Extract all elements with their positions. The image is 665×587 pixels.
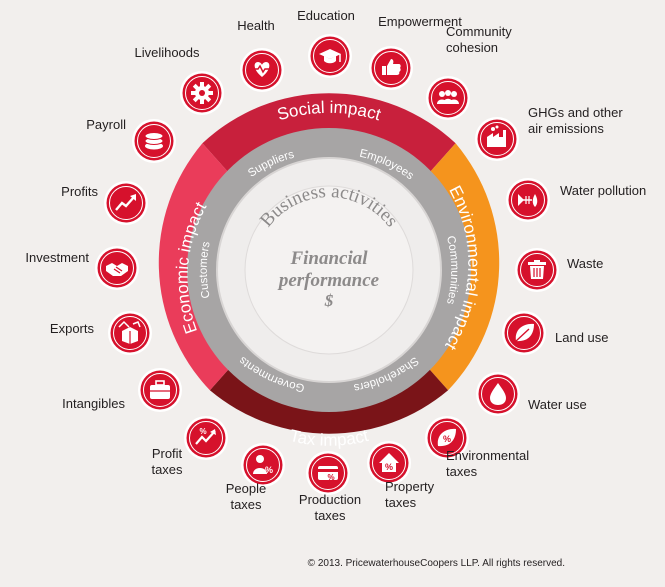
impact-item-label: Water pollution xyxy=(560,183,646,199)
stakeholder-label-customers: Customers xyxy=(198,240,213,299)
financial-performance-disc xyxy=(244,185,414,355)
impact-item-label: Intangibles xyxy=(5,396,125,412)
impact-item-label-line: Investment xyxy=(25,250,89,265)
impact-item-label-line: People xyxy=(225,481,267,496)
impact-item-label: Profits xyxy=(0,184,98,200)
svg-text:%: % xyxy=(199,427,206,436)
impact-item-label-line: Property xyxy=(385,479,435,494)
impact-item-label-line: Community xyxy=(446,24,512,39)
stakeholder-label-communities: Communities xyxy=(444,235,460,306)
impact-item-label: Health xyxy=(196,18,316,34)
impact-item-label-line: air emissions xyxy=(528,121,604,136)
person-percent-icon: % xyxy=(241,443,285,487)
factory-icon xyxy=(475,117,519,161)
impact-item-label-line: Education xyxy=(297,8,355,23)
fish-bone-icon xyxy=(506,178,550,222)
impact-item-label-line: taxes xyxy=(314,508,346,523)
svg-text:%: % xyxy=(385,462,393,472)
box-arrows-icon xyxy=(108,311,152,355)
coins-icon xyxy=(132,119,176,163)
impact-item-label-line: GHGs and other xyxy=(528,105,623,120)
impact-item-label-line: Intangibles xyxy=(62,396,125,411)
impact-item-label-line: taxes xyxy=(385,495,417,510)
impact-item-label-line: Payroll xyxy=(86,117,126,132)
impact-item-label: Waste xyxy=(567,256,603,272)
impact-item-label-line: Land use xyxy=(555,330,609,345)
impact-item-label-line: Water use xyxy=(528,397,587,412)
leaf-percent-icon: % xyxy=(425,416,469,460)
svg-text:%: % xyxy=(443,434,451,444)
impact-item-label: Investment xyxy=(0,250,89,266)
impact-item-label: Payroll xyxy=(6,117,126,133)
impact-item-label-line: Livelihoods xyxy=(134,45,200,60)
svg-text:%: % xyxy=(265,465,273,475)
trend-up-icon xyxy=(104,181,148,225)
svg-text:%: % xyxy=(327,473,334,482)
copyright-text: © 2013. PricewaterhouseCoopers LLP. All … xyxy=(307,558,565,569)
chart-percent-icon: % xyxy=(184,416,228,460)
card-percent-icon: % xyxy=(306,451,350,495)
tax-impact-label: Tax impact xyxy=(288,426,371,450)
impact-item-label: Exports xyxy=(0,321,94,337)
impact-item-label: Land use xyxy=(555,330,609,346)
thumbs-up-icon xyxy=(369,46,413,90)
gear-icon xyxy=(180,71,224,115)
impact-item-label-line: Environmental xyxy=(446,448,530,463)
center-title-line3: $ xyxy=(324,291,334,310)
copyright-notice: © 2013. PricewaterhouseCoopers LLP. All … xyxy=(0,558,665,569)
heart-monitor-icon xyxy=(240,48,284,92)
impact-item-label: Livelihoods xyxy=(107,45,227,61)
center-title-line1: Financial xyxy=(289,248,368,269)
briefcase-icon xyxy=(138,368,182,412)
trash-bin-icon xyxy=(515,248,559,292)
graduation-cap-icon xyxy=(308,34,352,78)
center-title-line2: performance xyxy=(277,270,380,291)
water-drop-icon xyxy=(476,372,520,416)
impact-item-label: Education xyxy=(266,8,386,24)
impact-item-label-line: Exports xyxy=(49,321,94,336)
impact-item-label-line: Production xyxy=(298,492,362,507)
impact-item-label-line: Water pollution xyxy=(560,183,647,198)
house-percent-icon: % xyxy=(367,441,411,485)
impact-item-label-line: Empowerment xyxy=(378,14,462,29)
impact-item-label-line: taxes xyxy=(446,464,478,479)
impact-item-label: Water use xyxy=(528,397,587,413)
handshake-icon xyxy=(95,246,139,290)
impact-item-label-line: cohesion xyxy=(446,40,499,55)
impact-item-label-line: Waste xyxy=(567,256,604,271)
impact-item-label-line: Profits xyxy=(61,184,98,199)
impact-icons: %%%%% xyxy=(95,34,559,495)
impact-item-label-line: taxes xyxy=(151,462,183,477)
leaf-icon xyxy=(502,311,546,355)
impact-item-label-line: Profit xyxy=(151,446,183,461)
impact-item-label-line: Health xyxy=(237,18,275,33)
impact-item-label-line: taxes xyxy=(230,497,262,512)
people-group-icon xyxy=(426,76,470,120)
impact-item-label: Empowerment xyxy=(360,14,480,30)
